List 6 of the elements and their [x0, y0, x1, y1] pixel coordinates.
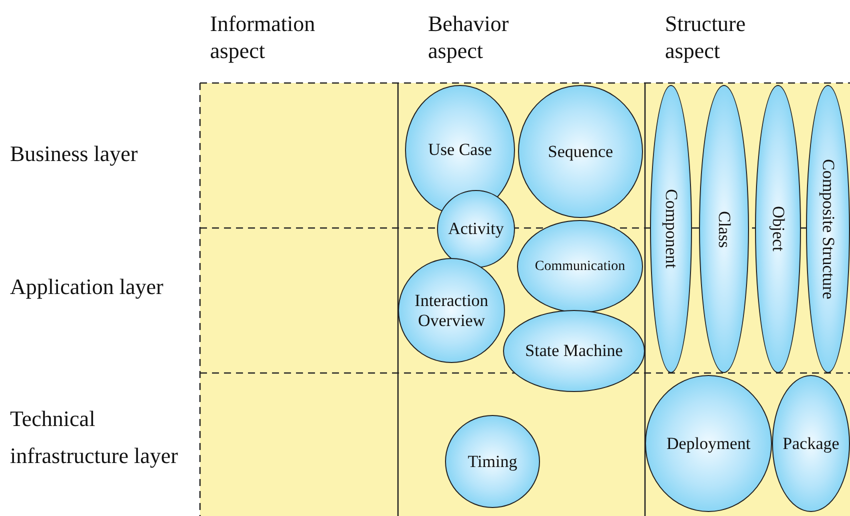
row-heading: Technical infrastructure layer	[10, 405, 179, 470]
column-heading: Structure aspect	[665, 10, 747, 64]
row-heading: Business layer	[10, 140, 139, 168]
column-heading: Information aspect	[210, 10, 316, 64]
row-heading: Application layer	[10, 273, 164, 301]
column-heading: Behavior aspect	[428, 10, 510, 64]
